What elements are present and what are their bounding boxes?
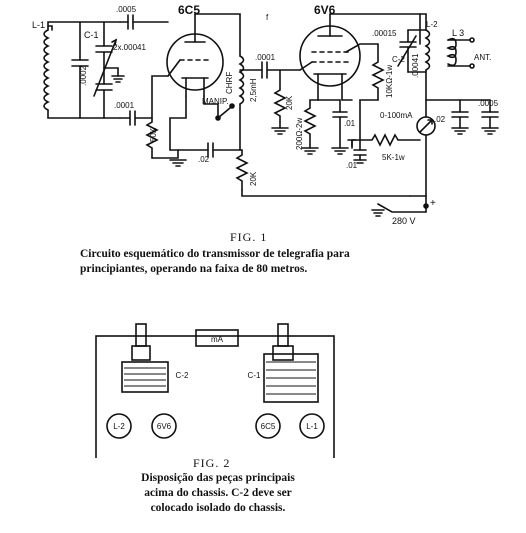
- label-tube-6c5: 6C5: [178, 3, 200, 17]
- label-ma: mA: [211, 335, 224, 344]
- label-l1-socket: L-1: [306, 422, 318, 431]
- label-r-200ohm: 200Ω-2w: [295, 118, 304, 150]
- label-r-5k: 5K-1w: [382, 153, 405, 162]
- capacitor-0005: [119, 14, 169, 30]
- figure1-caption-line1: Circuito esquemático do transmissor de t…: [80, 248, 350, 260]
- label-r-10k: 10KΩ-1w: [385, 65, 394, 98]
- capacitor-02: [169, 142, 243, 158]
- label-6c5-socket: 6C5: [261, 422, 276, 431]
- resistor-50k: [145, 117, 159, 159]
- resistor-20k-grid: [271, 69, 289, 135]
- label-c-02: .02: [198, 155, 210, 164]
- figure2-caption-line3: colocado isolado do chassis.: [150, 502, 286, 514]
- label-c2-value: .00015: [372, 29, 397, 38]
- label-c-0005: .0005: [116, 5, 137, 14]
- label-choke: CHRF: [225, 72, 234, 94]
- figure2-caption-line2: acima do chassis. C-2 deve ser: [144, 487, 292, 499]
- label-r-20k-grid: 20K: [285, 95, 294, 110]
- label-choke-value: 2,5mH: [249, 78, 258, 102]
- label-meter: 0-100mA: [380, 111, 413, 120]
- label-c2-value-b: .00041: [411, 53, 420, 78]
- chassis-outline: [95, 335, 335, 458]
- resistor-20k-plate: [235, 149, 411, 197]
- label-c-0001-grid: .0001: [114, 101, 135, 110]
- label-tube-6v6: 6V6: [314, 3, 336, 17]
- tube-socket-6v6: [151, 413, 177, 439]
- label-mark-f: f: [266, 13, 269, 22]
- figure1-caption-line2: principiantes, operando na faixa de 80 m…: [80, 263, 308, 275]
- label-c-01a: .01: [344, 119, 356, 128]
- figure2-caption-line1: Disposição das peças principais: [141, 472, 295, 484]
- label-l3: L 3: [452, 28, 464, 38]
- label-c1-value: 2x.00041: [113, 43, 146, 52]
- label-c-0005-out: .0005: [478, 99, 499, 108]
- label-ant: ANT.: [474, 53, 491, 62]
- label-l1: L-1: [32, 20, 45, 30]
- label-c-0001-coupling: .0001: [255, 53, 276, 62]
- milliammeter: [416, 116, 436, 136]
- label-l2: L-2: [426, 20, 438, 29]
- tube-6c5: [166, 13, 224, 97]
- label-manip: MANIP.: [202, 97, 229, 106]
- label-c-01b: .01: [346, 161, 358, 170]
- capacitor-02-output: [451, 99, 469, 135]
- coil-l3: [446, 37, 475, 69]
- chassis-layout-diagram: mA C-2 C-1 L-2 6V6 6C5 L-1: [95, 323, 335, 458]
- transmitter-schematic: L-1 C-1 2x.00041 .0005 .0002 .0001 50K .…: [32, 3, 499, 226]
- rf-choke: [238, 55, 245, 151]
- coil-l2: [424, 29, 431, 71]
- coil-socket-l1: [299, 413, 325, 439]
- label-supply: 280 V: [392, 216, 416, 226]
- tube-6v6: [299, 13, 379, 101]
- capacitor-c2: [397, 29, 417, 73]
- figure2-caption: Disposição das peças principais acima do…: [88, 471, 348, 516]
- capacitor-c1-part: [263, 323, 319, 403]
- capacitor-0002: [71, 21, 89, 119]
- label-b-plus: +: [430, 198, 436, 209]
- coil-l1: [43, 25, 53, 111]
- capacitor-01-cathode: [317, 99, 349, 155]
- label-c-0002: .0002: [79, 65, 88, 86]
- label-c-02-out: .02: [434, 115, 446, 124]
- coil-socket-l2: [106, 413, 132, 439]
- tube-socket-6c5: [255, 413, 281, 439]
- label-c2: C-2: [392, 55, 405, 64]
- label-c1: C-1: [84, 30, 99, 40]
- resistor-200ohm: [301, 99, 319, 155]
- label-c1-part: C-1: [248, 371, 261, 380]
- capacitor-0005-output: [481, 99, 499, 135]
- label-c2-part: C-2: [176, 371, 189, 380]
- resistor-10k: [359, 43, 385, 141]
- capacitor-c2-part: [121, 323, 169, 393]
- label-r-20k-plate: 20K: [249, 171, 258, 186]
- label-l2-socket: L-2: [113, 422, 125, 431]
- figure1-caption: Circuito esquemático do transmissor de t…: [80, 247, 480, 277]
- label-r-50k: 50K: [149, 127, 158, 142]
- figure2-title: FIG. 2: [193, 456, 231, 470]
- meter-box: [195, 329, 239, 347]
- figure1-title: FIG. 1: [230, 230, 268, 244]
- capacitor-0001-coupling: [239, 61, 301, 79]
- capacitor-0001-bottom: [119, 75, 169, 126]
- resistor-5k: [359, 133, 421, 147]
- label-6v6-socket: 6V6: [157, 422, 172, 431]
